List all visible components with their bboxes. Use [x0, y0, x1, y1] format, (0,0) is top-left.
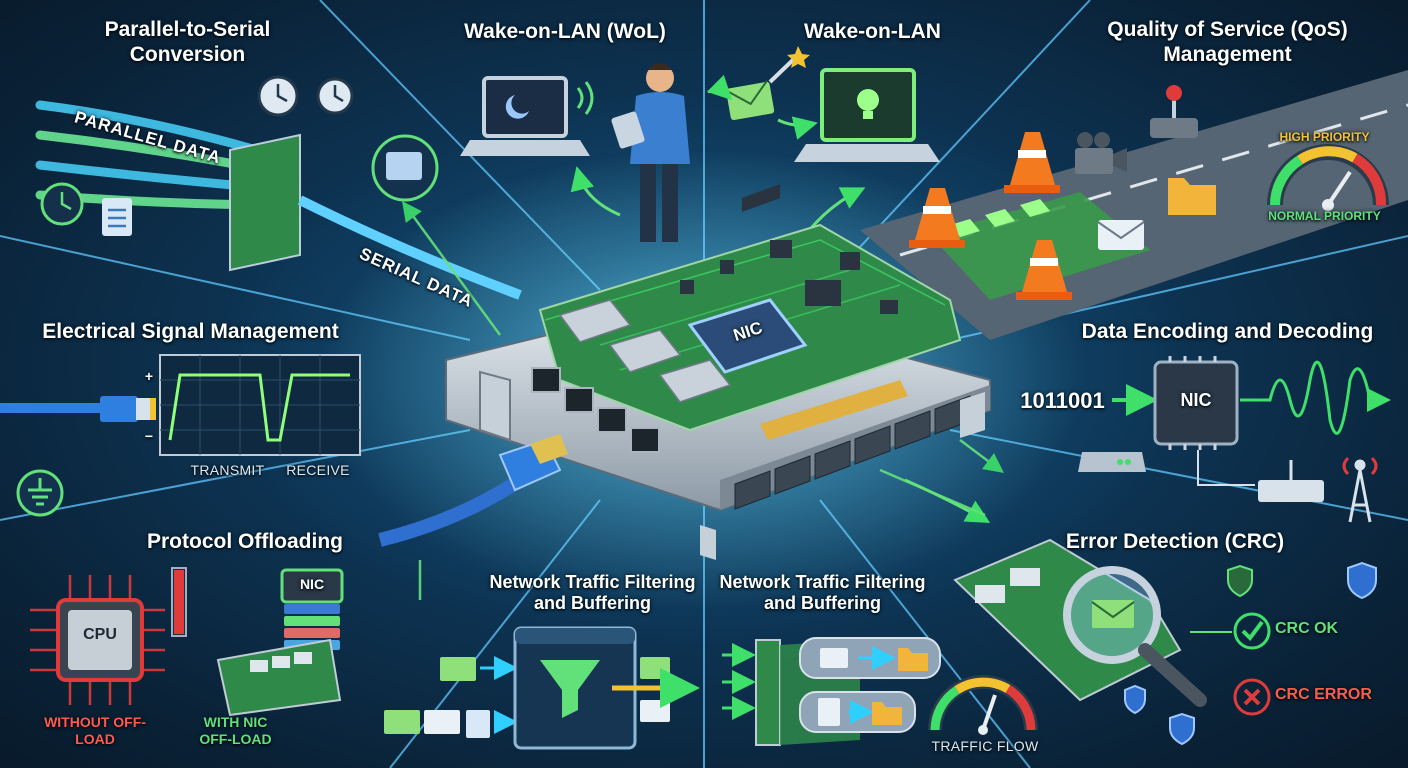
nic-chip-icon	[1153, 356, 1239, 450]
wol-left-art	[460, 63, 690, 242]
offload-title: Protocol Offloading	[147, 530, 343, 553]
transmit-label: TRANSMIT	[190, 462, 265, 478]
parallel-serial-title: Parallel-to-Serial Conversion	[104, 18, 271, 66]
ethernet-cable-icon	[0, 396, 156, 422]
electrical-title: Electrical Signal Management	[42, 320, 339, 343]
offload-art	[30, 567, 344, 717]
envelope-icon	[1097, 220, 1145, 250]
lightbulb-icon	[857, 89, 879, 119]
encoding-chip-label: NIC	[1180, 390, 1212, 410]
wol-right-art	[706, 46, 940, 251]
wol-right-title: Wake-on-LAN	[804, 20, 941, 43]
encoding-title: Data Encoding and Decoding	[1081, 320, 1374, 343]
parallel-serial-art	[35, 75, 522, 300]
document-icon	[102, 198, 132, 236]
ethernet-cable-icon	[378, 434, 568, 547]
wol-left-title: Wake-on-LAN (WoL)	[464, 20, 666, 43]
folder-icon	[1168, 178, 1216, 215]
qos-high-priority: HIGH PRIORITY	[1279, 130, 1370, 144]
antenna-tower-icon	[1342, 456, 1378, 523]
laptop-icon	[460, 76, 590, 156]
joystick-icon	[1150, 85, 1198, 138]
gauge-icon	[1267, 144, 1389, 211]
crc-ok-label: CRC OK	[1275, 620, 1339, 637]
offload-nic-label: NIC	[299, 576, 325, 592]
rj45-ports	[531, 367, 660, 453]
electrical-art	[0, 354, 361, 517]
camera-icon	[1075, 132, 1127, 174]
filter-left-title: Network Traffic Filtering and Buffering	[489, 572, 696, 614]
filter-right-art	[722, 637, 1038, 746]
cpu-label: CPU	[83, 626, 117, 643]
nic-main-chip	[687, 298, 808, 374]
qos-title: Quality of Service (QoS) Management	[1107, 18, 1348, 66]
qos-art	[860, 70, 1408, 340]
cpu-chip-icon	[56, 598, 144, 682]
checkmark-icon	[1233, 612, 1271, 650]
technician-figure	[611, 63, 690, 242]
crc-error-label: CRC ERROR	[1275, 686, 1372, 703]
qos-normal-priority: NORMAL PRIORITY	[1268, 209, 1381, 223]
envelope-icon	[726, 80, 775, 121]
crc-title: Error Detection (CRC)	[1065, 530, 1285, 553]
central-nic-card	[445, 184, 991, 560]
traffic-cone-icon	[909, 132, 1072, 300]
ground-icon	[16, 469, 64, 517]
router-icon	[1078, 452, 1324, 502]
encoding-bits: 1011001	[1020, 388, 1105, 413]
folder-icon	[872, 648, 928, 725]
laptop-icon	[794, 68, 940, 162]
error-x-icon	[1233, 678, 1271, 716]
wifi-icon	[576, 81, 594, 115]
magnifier-icon	[1063, 566, 1207, 707]
clock-icon	[40, 75, 354, 226]
signal-minus: −	[144, 428, 154, 444]
filter-right-title: Network Traffic Filtering and Buffering	[719, 572, 926, 614]
traffic-flow-label: TRAFFIC FLOW	[931, 738, 1039, 754]
receive-label: RECEIVE	[286, 462, 350, 478]
shield-icon	[1124, 561, 1377, 746]
signal-plus: +	[144, 368, 154, 384]
filter-left-art	[384, 626, 700, 750]
without-offload-label: WITHOUT OFF-LOAD	[44, 714, 146, 747]
magic-wand-icon	[768, 46, 810, 84]
gauge-icon	[928, 675, 1038, 735]
with-offload-label: WITH NIC OFF-LOAD	[199, 714, 272, 747]
funnel-icon	[540, 660, 600, 718]
encoding-art	[1078, 356, 1391, 523]
crc-art	[904, 478, 1377, 746]
sfp-ports	[558, 299, 732, 403]
